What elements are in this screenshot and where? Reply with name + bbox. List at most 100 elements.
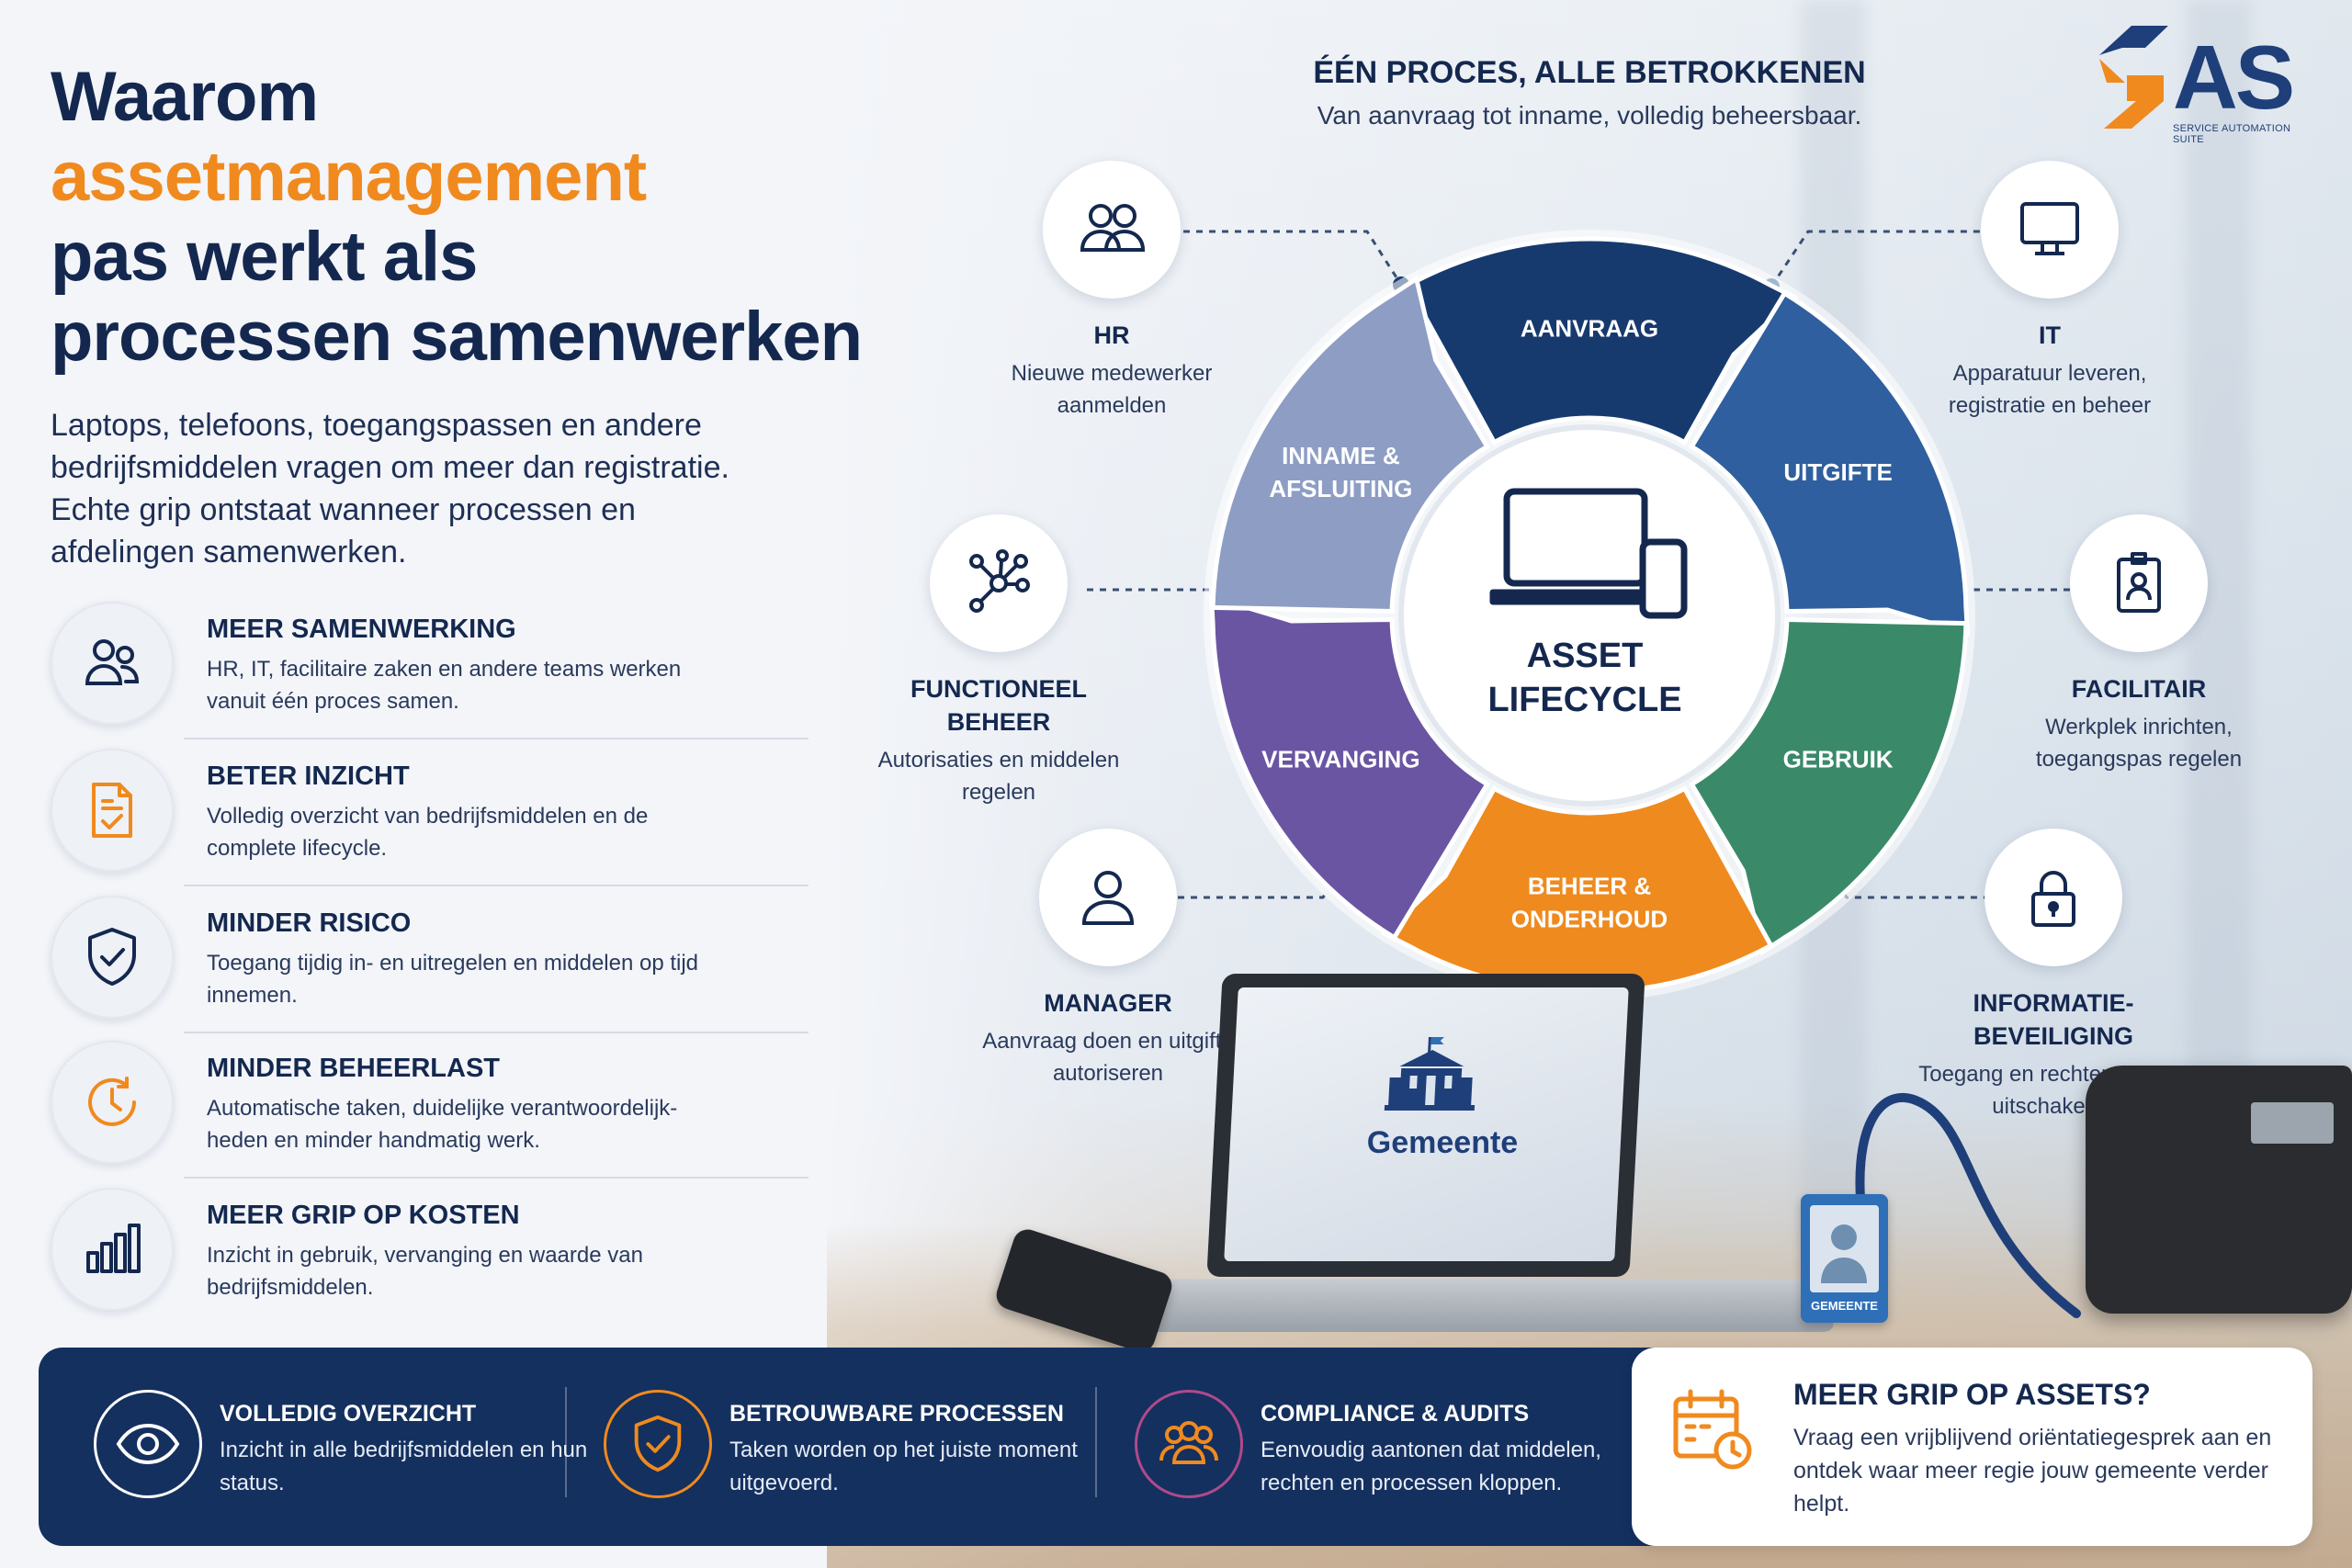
network-icon [930,514,1068,652]
stakeholder-title: HR [1093,321,1130,349]
title-line-1: Waarom [51,58,319,136]
hub-title: ÉÉN PROCES, ALLE BETROKKENEN [1313,55,1866,90]
monitor-icon [1981,161,2119,299]
feature-title: BETROUWBARE PROCESSEN [729,1401,1064,1427]
lifecycle-segment [1208,593,1491,942]
cta-title: MEER GRIP OP ASSETS? [1793,1378,2151,1411]
cta-description: Vraag een vrijblijvend oriëntatiegesprek… [1793,1425,2272,1517]
benefit-description: Inzicht in gebruik, vervanging en waarde… [207,1243,643,1300]
background-window-frame [2187,0,2251,1240]
asset-lifecycle-label: ASSET LIFECYCLE [1447,634,1723,722]
feature-description: Taken worden op het juiste moment uitgev… [729,1438,1078,1495]
laptop-gemeente-text: Gemeente [1366,1125,1519,1160]
sas-logo: AS SERVICE AUTOMATION SUITE [2081,18,2311,145]
benefit-costs: MEER GRIP OP KOSTEN Inzicht in gebruik, … [51,1188,758,1333]
benefit-description: Volledig overzicht van bedrijfsmiddelen … [207,804,649,861]
stakeholder-title: INFORMATIE-BEVEILIGING [1973,989,2134,1050]
feature-description: Inzicht in alle bedrijfsmiddelen en hun … [220,1438,588,1495]
stakeholder-description: Aanvraag doen en uitgifte autoriseren [982,1029,1234,1086]
title-line-4: processen samenwerken [51,298,863,376]
stakeholder-description: Nieuwe medewerker aanmelden [1011,361,1213,418]
benefit-insight: BETER INZICHT Volledig overzicht van bed… [51,749,808,894]
stakeholder-title: FACILITAIR [2071,675,2207,703]
lifecycle-segment [1688,616,1969,956]
lifecycle-segment [1405,236,1799,446]
laptop-screen [1224,987,1629,1261]
stakeholder-title: MANAGER [1044,989,1172,1017]
intro-text: Laptops, telefoons, toegangspassen en an… [51,408,729,570]
calendar-clock-icon [1668,1384,1760,1481]
benefit-title: MINDER BEHEERLAST [207,1054,501,1083]
benefit-description: Toegang tijdig in- en uitregelen en midd… [207,951,699,1008]
desk-phone-display [2251,1102,2334,1144]
stakeholder-description: Werkplek inrichten, toegangspas regelen [2035,715,2243,772]
feature-title: COMPLIANCE & AUDITS [1261,1401,1530,1427]
hub-subtitle: Van aanvraag tot inname, volledig beheer… [1317,101,1862,130]
logo-text: AS [2173,27,2295,128]
divider [184,885,808,886]
lifecycle-segment [1380,785,1774,995]
lanyard [1855,1093,2081,1318]
benefit-risk: MINDER RISICO Toegang tijdig in- en uitr… [51,896,808,1041]
id-badge: GEMEENTE [1801,1194,1888,1323]
divider [1095,1387,1097,1497]
feature-description: Eenvoudig aantonen dat middelen, rechten… [1261,1438,1601,1495]
center-label-line-1: ASSET [1526,637,1644,675]
lifecycle-segment-label: GEBRUIK [1783,745,1894,773]
stakeholder-description: Autorisaties en middelen regelen [877,748,1120,805]
lock-icon [1984,829,2122,966]
user-icon [1039,829,1177,966]
center-label-line-2: LIFECYCLE [1487,681,1682,719]
laptop-keyboard [1135,1279,1842,1333]
title-line-2-highlight: assetmanagement [51,138,647,216]
benefit-description: HR, IT, facilitaire zaken en andere team… [207,657,682,714]
lifecycle-segment-label: UITGIFTE [1783,458,1892,486]
stakeholder-title: IT [2039,321,2061,349]
lifecycle-segment-label: BEHEER &ONDERHOUD [1511,873,1668,933]
stakeholder-title: FUNCTIONEEL BEHEER [910,675,1087,736]
benefit-collaboration: MEER SAMENWERKING HR, IT, facilitaire za… [51,602,808,747]
team-icon [51,602,174,725]
divider [184,738,808,739]
clock-icon [51,1041,174,1164]
badge-photo [1810,1205,1879,1292]
document-check-icon [51,749,174,872]
divider [184,1032,808,1033]
divider [565,1387,567,1497]
people-icon [1043,161,1181,299]
benefit-description: Automatische taken, duidelijke verantwoo… [207,1096,678,1153]
divider [184,1177,808,1179]
benefit-title: MEER SAMENWERKING [207,615,516,644]
stakeholder-facilitair: FACILITAIR Werkplek inrichten, toegangsp… [2001,514,2277,775]
stakeholder-manager: MANAGER Aanvraag doen en uitgifte autori… [970,829,1246,1089]
bar-chart-icon [51,1188,174,1311]
lifecycle-segment [1210,275,1491,615]
stakeholder-informatiebeveiliging: INFORMATIE-BEVEILIGING Toegang en rechte… [1916,829,2191,1122]
laptop-phone-icon [1489,488,1688,619]
asset-lifecycle-ring: AANVRAAG UITGIFTE GEBRUIK BEHEER &ONDERHOUD… [1204,230,1975,1001]
logo-tagline: SERVICE AUTOMATION SUITE [2173,123,2291,145]
shield-check-icon [51,896,174,1019]
stakeholder-description: Apparatuur leveren, registratie en behee… [1948,361,2152,418]
eye-icon [94,1390,202,1498]
benefit-title: BETER INZICHT [207,761,410,791]
benefit-workload: MINDER BEHEERLAST Automatische taken, du… [51,1041,808,1186]
lifecycle-segment-label: VERVANGING [1261,745,1419,773]
feature-title: VOLLEDIG OVERZICHT [220,1401,477,1427]
shield-check-icon [604,1390,712,1498]
desk-phone [2086,1066,2352,1314]
cta-card[interactable]: MEER GRIP OP ASSETS? Vraag een vrijblijv… [1632,1348,2312,1546]
stakeholder-it: IT Apparatuur leveren, registratie en be… [1912,161,2188,422]
stakeholder-hr: HR Nieuwe medewerker aanmelden [974,161,1250,422]
lifecycle-segment-label: AANVRAAG [1521,315,1658,343]
lifecycle-segment [1688,289,1971,637]
stakeholder-functioneel-beheer: FUNCTIONEEL BEHEER Autorisaties en midde… [861,514,1136,808]
title-line-3: pas werkt als [51,218,478,296]
id-badge-icon [2070,514,2208,652]
badge-label: GEMEENTE [1811,1299,1878,1313]
lifecycle-segment-label: INNAME &AFSLUITING [1269,442,1412,502]
group-icon [1135,1390,1243,1498]
benefit-title: MEER GRIP OP KOSTEN [207,1201,520,1230]
page-title: Waarom assetmanagement pas werkt als pro… [51,57,863,377]
city-hall-icon [1384,1037,1476,1111]
